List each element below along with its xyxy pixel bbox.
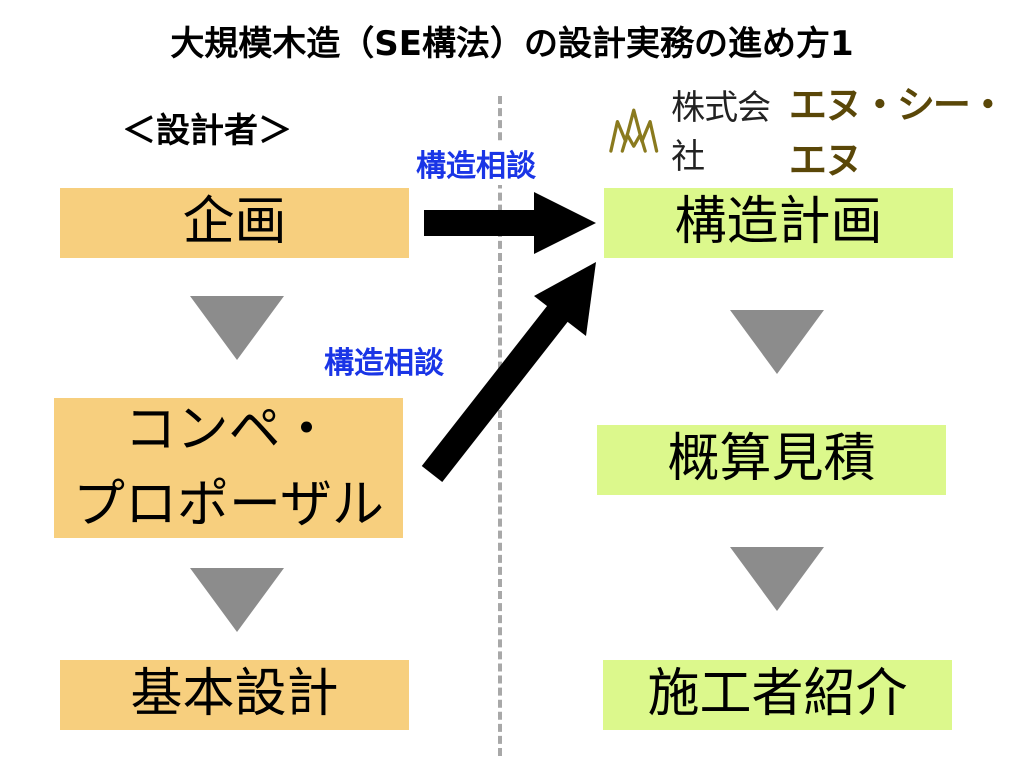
arrow-right-icon [424, 192, 596, 254]
step-label: 企画 [182, 192, 287, 253]
company-brand: エヌ・シー・エヌ [788, 83, 1007, 182]
step-label: 構造計画 [674, 192, 883, 253]
page-title: 大規模木造（SE構法）の設計実務の進め方1 [170, 24, 854, 64]
step-label: 概算見積 [667, 429, 876, 490]
designer-step-planning: 企画 [60, 188, 409, 258]
step-label: 基本設計 [130, 664, 339, 725]
ncn-step-structural-plan: 構造計画 [604, 188, 953, 258]
step-label: コンペ・プロポーザル [73, 393, 384, 544]
flow-arrow-down-icon [190, 296, 284, 360]
step-label-line: コンペ・ [124, 399, 333, 460]
column-divider [498, 96, 502, 756]
ncn-step-builder-introduction: 施工者紹介 [603, 660, 952, 730]
arrow-diagonal-icon [421, 262, 596, 483]
ncn-logo-icon [609, 108, 659, 153]
designer-column-label: ＜設計者＞ [122, 111, 292, 151]
step-label: 施工者紹介 [647, 664, 908, 725]
consultation-label: 構造相談 [322, 338, 446, 382]
company-logo: 株式会社 エヌ・シー・エヌ [606, 83, 1024, 182]
company-name: 株式会社 [671, 88, 771, 177]
consultation-label: 構造相談 [414, 141, 538, 185]
flow-arrow-down-icon [730, 310, 824, 374]
designer-step-basic-design: 基本設計 [60, 660, 409, 730]
flow-arrow-down-icon [190, 568, 284, 632]
ncn-step-estimate: 概算見積 [597, 425, 946, 495]
designer-step-competition: コンペ・プロポーザル [54, 398, 403, 538]
flow-arrow-down-icon [730, 547, 824, 611]
step-label-line: プロポーザル [73, 475, 384, 535]
